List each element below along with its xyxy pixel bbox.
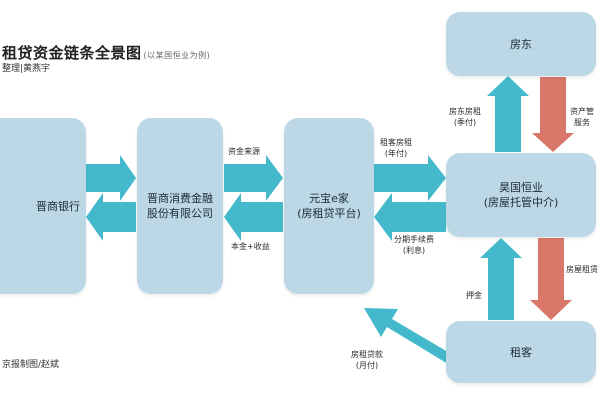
label-installment-fee: 分期手续费 (利息) (394, 234, 434, 256)
arrow-finance-to-yuanbao (224, 155, 283, 201)
label-house-rent: 房屋租赁 (566, 265, 598, 274)
arrow-wuyu-to-landlord (487, 76, 529, 152)
node-bank-label: 晋商银行 (36, 199, 80, 213)
label-landlord-rent: 房东房租 (季付) (449, 106, 481, 128)
node-finance-label-2: 股份有限公司 (147, 207, 213, 220)
node-tenant: 租客 (446, 321, 596, 383)
arrow-yuanbao-to-finance (224, 193, 283, 241)
label-landlord-rent-1: 房东房租 (449, 107, 481, 116)
arrow-tenant-to-yuanbao (364, 308, 453, 364)
label-rent-loan-1: 房租贷款 (351, 350, 383, 359)
node-wuyu-label-2: (房屋托管中介) (483, 196, 559, 209)
arrow-yuanbao-to-wuyu (374, 155, 446, 201)
node-yuanbao-label-1: 元宝e家 (309, 192, 349, 205)
label-landlord-rent-2: (季付) (453, 118, 477, 127)
node-landlord: 房东 (446, 12, 596, 76)
label-installment-fee-1: 分期手续费 (394, 235, 434, 244)
label-deposit: 押金 (466, 291, 482, 300)
page-title: 租贷资金链条全景图(以某国恒业为例) (2, 42, 210, 63)
arrow-landlord-to-wuyu (532, 77, 574, 152)
arrow-wuyu-to-yuanbao (374, 193, 446, 241)
title-text: 租贷资金链条全景图 (2, 44, 142, 62)
label-rent-yearly: 租客房租 (年付) (380, 137, 412, 159)
node-yuanbao-platform: 元宝e家 (房租贷平台) (284, 118, 374, 294)
label-rent-loan-2: (月付) (355, 361, 379, 370)
label-asset-mgmt-2: 服务 (574, 118, 590, 127)
arrow-bank-to-finance (86, 155, 136, 201)
node-bank: 晋商银行 (0, 118, 86, 294)
label-asset-mgmt: 资产管 服务 (570, 106, 594, 128)
label-installment-fee-2: (利息) (402, 246, 426, 255)
label-capital-source: 资金来源 (228, 147, 260, 156)
graphic-credit: 京报制图/赵斌 (2, 360, 60, 370)
label-principal-income: 本金+收益 (231, 242, 270, 251)
label-rent-yearly-1: 租客房租 (380, 138, 412, 147)
title-note: (以某国恒业为例) (143, 51, 211, 60)
node-wuyu-label-1: 昊国恒业 (499, 181, 543, 194)
node-yuanbao-label-2: (房租贷平台) (297, 207, 361, 220)
node-finance-company: 晋商消费金融 股份有限公司 (137, 118, 223, 294)
arrow-tenant-to-wuyu (480, 238, 522, 320)
label-rent-loan: 房租贷款 (月付) (351, 349, 383, 371)
arrow-wuyu-to-tenant (530, 238, 572, 320)
node-wuyu-agency: 昊国恒业 (房屋托管中介) (446, 153, 596, 237)
arrow-finance-to-bank (86, 193, 136, 241)
node-tenant-label: 租客 (510, 345, 532, 359)
label-asset-mgmt-1: 资产管 (570, 107, 594, 116)
label-rent-yearly-2: (年付) (384, 149, 408, 158)
editor-credit: 整理|黄燕宇 (2, 64, 51, 74)
node-finance-label-1: 晋商消费金融 (147, 192, 213, 205)
node-landlord-label: 房东 (510, 37, 532, 51)
